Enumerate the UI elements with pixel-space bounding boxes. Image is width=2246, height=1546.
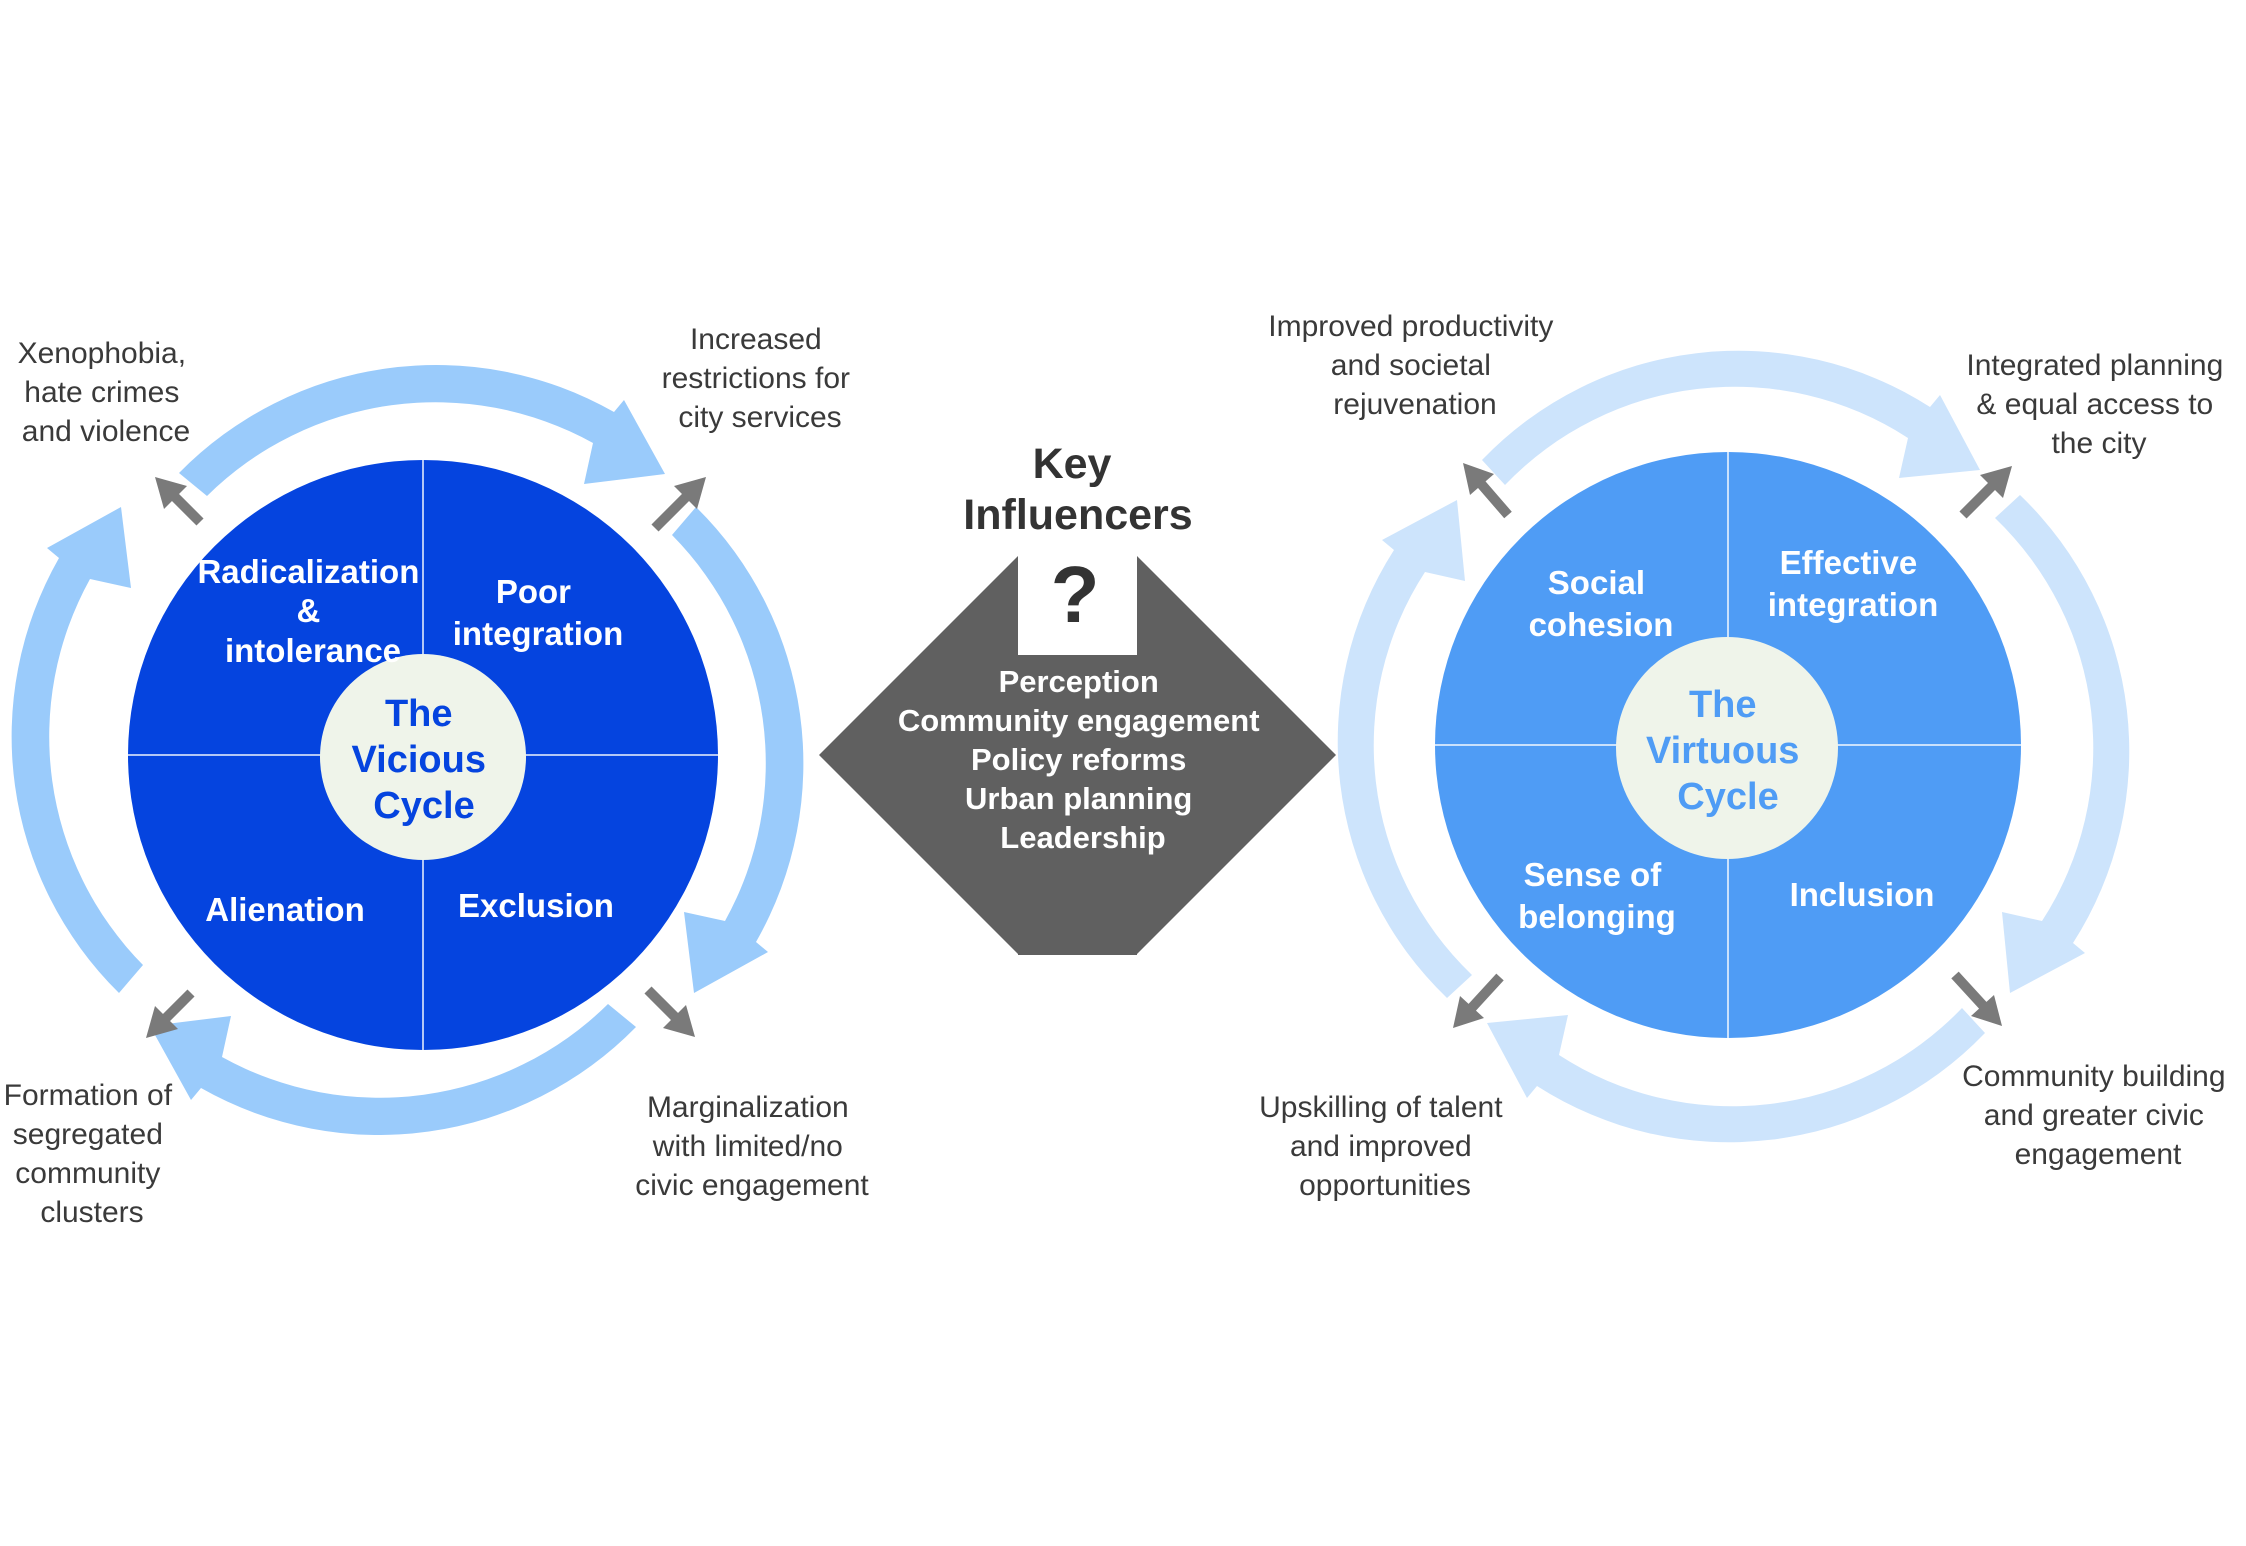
arrow-out-icon [1959, 466, 2012, 519]
arrow-out-icon [644, 986, 695, 1037]
virtuous-ring-arrow-left [1337, 500, 1472, 998]
arrow-out-icon [146, 989, 195, 1038]
virtuous-outcome-productivity: Improved productivity and societal rejuv… [1268, 310, 1561, 421]
vicious-ring-arrow-bottom [150, 1004, 636, 1136]
arrow-out-icon [1951, 971, 2002, 1026]
virtuous-ring [1337, 350, 2130, 1143]
vicious-quadrant-radicalization: Radicalization & intolerance [197, 553, 428, 669]
key-influencers-list: Perception Community engagement Policy r… [898, 664, 1268, 855]
vicious-quadrant-poor-integration: Poor integration [453, 573, 624, 652]
arrow-out-icon [155, 477, 204, 526]
virtuous-ring-arrow-bottom [1487, 1008, 1985, 1143]
question-mark-icon: ? [1051, 550, 1100, 639]
virtuous-outcome-upskilling: Upskilling of talent and improved opport… [1259, 1091, 1511, 1202]
vicious-center-circle [320, 654, 526, 860]
vicious-quadrant-alienation: Alienation [205, 891, 365, 928]
key-influencers-title: Key Influencers [963, 440, 1192, 539]
virtuous-ring-arrow-right [1995, 495, 2130, 993]
virtuous-outcome-integrated-planning: Integrated planning & equal access to th… [1966, 349, 2231, 460]
vicious-quadrant-exclusion: Exclusion [458, 887, 614, 924]
vicious-ring-arrow-left [11, 507, 144, 993]
arrow-out-icon [651, 477, 706, 532]
virtuous-center-circle [1616, 637, 1838, 859]
arrow-out-icon [1453, 973, 1504, 1028]
vicious-ring [11, 364, 804, 1136]
key-influencers-double-arrow [819, 556, 1336, 955]
virtuous-cycle: The Virtuous Cycle Social cohesion Effec… [1259, 310, 2234, 1202]
virtuous-ring-arrow-top [1482, 350, 1980, 485]
virtuous-outcome-community-building: Community building and greater civic eng… [1962, 1060, 2234, 1171]
virtuous-quadrant-social-cohesion: Social cohesion [1529, 564, 1674, 643]
vicious-outcome-restrictions: Increased restrictions for city services [662, 323, 859, 434]
vicious-cycle: The Vicious Cycle Radicalization & intol… [4, 323, 870, 1229]
virtuous-outward-arrows [1453, 463, 2012, 1028]
vicious-outcome-segregated-clusters: Formation of segregated community cluste… [4, 1079, 181, 1229]
key-influencers: Key Influencers ? Perception Community e… [819, 440, 1336, 955]
vicious-ring-arrow-top [179, 364, 665, 496]
virtuous-quadrant-effective-integration: Effective integration [1768, 544, 1939, 623]
virtuous-quadrant-sense-of-belonging: Sense of belonging [1518, 856, 1676, 935]
virtuous-center-label: The Virtuous Cycle [1646, 684, 1810, 818]
arrow-out-icon [1463, 463, 1512, 519]
vicious-outward-arrows [146, 477, 706, 1038]
vicious-center-label: The Vicious Cycle [351, 693, 496, 827]
vicious-outcome-xenophobia: Xenophobia, hate crimes and violence [18, 337, 195, 448]
vicious-outcome-marginalization: Marginalization with limited/no civic en… [635, 1091, 869, 1202]
virtuous-quadrant-inclusion: Inclusion [1790, 876, 1935, 913]
vicious-ring-arrow-right [672, 507, 804, 993]
